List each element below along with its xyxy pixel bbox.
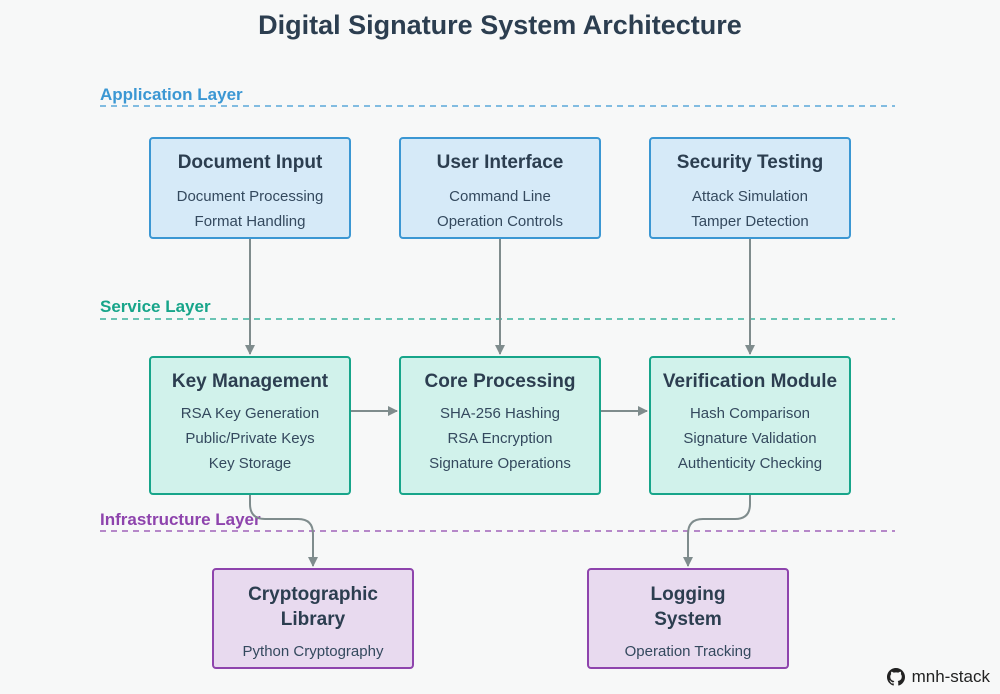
node-key-management: Key Management RSA Key Generation Public… — [149, 356, 351, 495]
node-title: Key Management — [171, 371, 329, 392]
node-detail: RSA Key Generation — [180, 405, 320, 422]
node-detail: SHA-256 Hashing — [439, 405, 561, 422]
node-detail: RSA Encryption — [447, 430, 553, 447]
node-detail: Authenticity Checking — [677, 455, 823, 472]
node-detail: Format Handling — [194, 213, 306, 230]
node-detail: Operation Tracking — [624, 643, 752, 660]
node-user-interface: User Interface Command Line Operation Co… — [399, 137, 601, 239]
layer-label-infrastructure: Infrastructure Layer — [100, 510, 261, 529]
layer-label-application: Application Layer — [100, 85, 243, 104]
node-title: Core Processing — [424, 371, 576, 392]
node-detail: Signature Validation — [683, 430, 817, 447]
node-core-processing: Core Processing SHA-256 Hashing RSA Encr… — [399, 356, 601, 495]
node-title-line-2: System — [654, 609, 722, 630]
diagram-title: Digital Signature System Architecture — [258, 10, 742, 40]
layer-label-service: Service Layer — [100, 297, 211, 316]
node-title-line-1: Logging — [650, 584, 726, 605]
footer-credit: mnh-stack — [886, 667, 990, 687]
node-detail: Tamper Detection — [691, 213, 809, 230]
node-title: Security Testing — [676, 152, 824, 173]
node-title: Verification Module — [662, 371, 838, 392]
node-verification-module: Verification Module Hash Comparison Sign… — [649, 356, 851, 495]
node-cryptographic-library: Cryptographic Library Python Cryptograph… — [212, 568, 414, 669]
edge-key-management-to-cryptographic-library — [249, 466, 318, 567]
node-detail: Key Storage — [208, 455, 292, 472]
node-document-input: Document Input Document Processing Forma… — [149, 137, 351, 239]
node-detail: Command Line — [449, 188, 551, 205]
node-detail: Hash Comparison — [689, 405, 811, 422]
node-detail: Operation Controls — [437, 213, 563, 230]
footer-text: mnh-stack — [911, 667, 990, 686]
edge-verification-module-to-logging-system — [683, 466, 751, 567]
node-title: Document Input — [177, 152, 323, 173]
github-icon — [886, 668, 905, 686]
node-title-line-1: Cryptographic — [248, 584, 378, 605]
node-detail: Python Cryptography — [242, 643, 384, 660]
node-detail: Signature Operations — [429, 455, 571, 472]
node-detail: Public/Private Keys — [185, 430, 315, 447]
node-security-testing: Security Testing Attack Simulation Tampe… — [649, 137, 851, 239]
node-logging-system: Logging System Operation Tracking — [587, 568, 789, 669]
node-title: User Interface — [436, 152, 564, 173]
node-detail: Document Processing — [176, 188, 324, 205]
node-detail: Attack Simulation — [692, 188, 808, 205]
node-title-line-2: Library — [280, 609, 346, 630]
